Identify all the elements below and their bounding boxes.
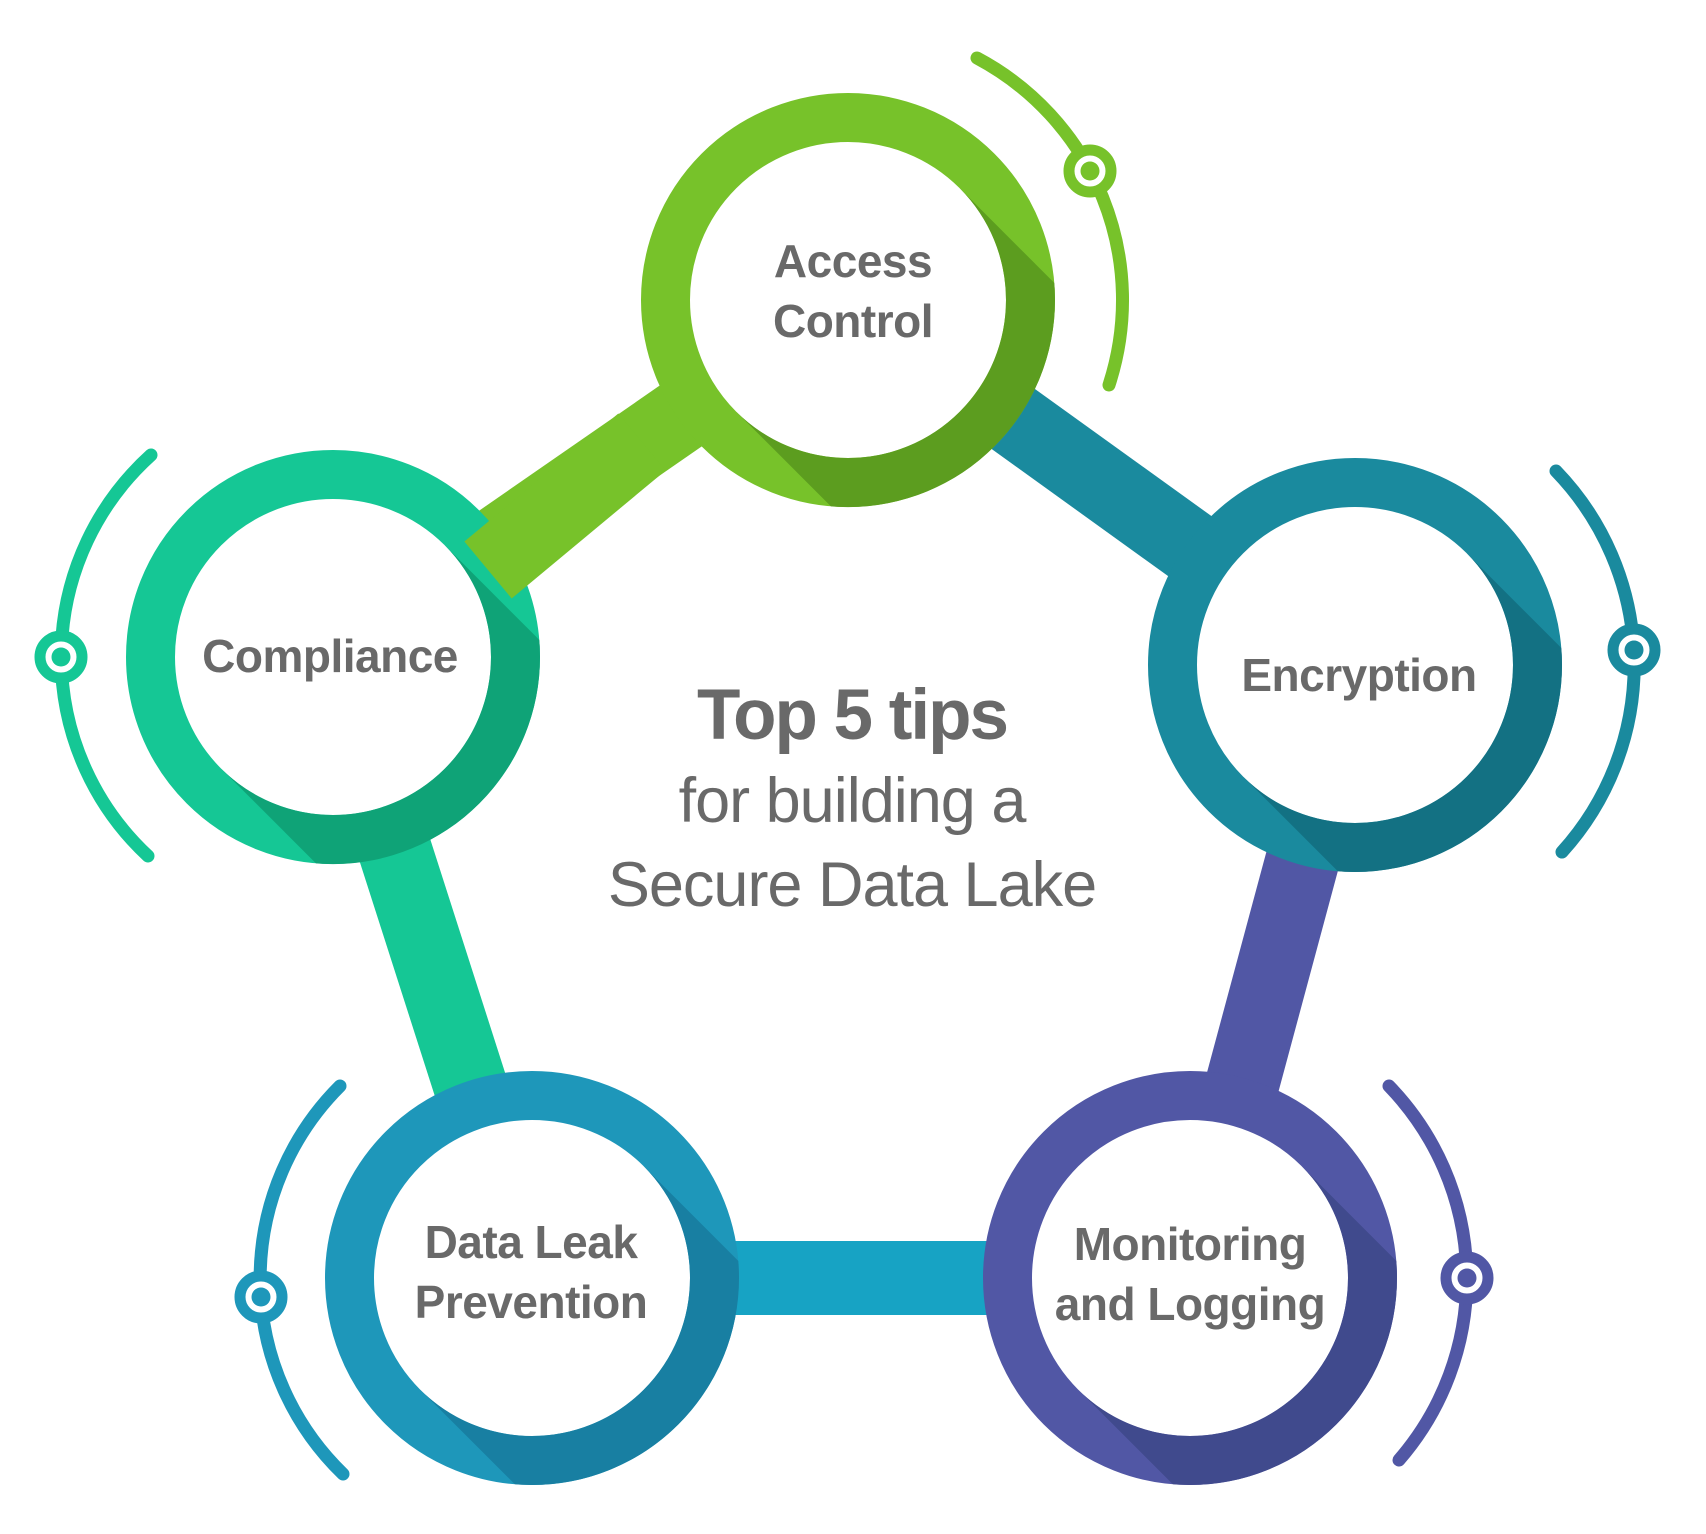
monitoring-logging-inner-disc (1030, 1118, 1350, 1438)
node-label-line: Data Leak (424, 1216, 638, 1268)
node-label-data-leak-prevention: Data Leak Prevention (415, 1212, 648, 1332)
encryption-orbit (1549, 464, 1661, 859)
compliance-orbit-dot (51, 647, 71, 667)
data-leak-prevention-orbit (234, 1079, 350, 1481)
compliance-inner-disc (173, 497, 493, 817)
node-label-line: Monitoring (1073, 1218, 1307, 1270)
node-label-compliance: Compliance (202, 626, 458, 686)
node-label-line: Access (773, 235, 933, 287)
node-label-line: and Logging (1054, 1278, 1326, 1330)
monitoring-logging-orbit-dot (1457, 1268, 1477, 1288)
node-label-encryption: Encryption (1241, 645, 1477, 705)
connector-compliance-access-control-overlay (464, 413, 666, 599)
access-control-orbit-dot (1080, 161, 1100, 181)
encryption-inner-disc (1195, 505, 1515, 825)
title-line-1: Top 5 tips (696, 676, 1009, 755)
access-control-orbit (970, 51, 1129, 392)
encryption-orbit-dot (1624, 640, 1644, 660)
node-label-monitoring-logging: Monitoring and Logging (1054, 1214, 1326, 1334)
node-label-access-control: Access Control (772, 231, 934, 351)
node-label-line: Control (772, 295, 934, 347)
compliance-orbit (34, 448, 158, 863)
page-title: Top 5 tips for building a Secure Data La… (607, 673, 1097, 927)
title-line-2: for building a (678, 766, 1027, 836)
node-label-line: Compliance (202, 630, 458, 682)
data-leak-prevention-inner-disc (372, 1118, 692, 1438)
monitoring-logging-orbit (1382, 1079, 1494, 1467)
node-label-line: Prevention (414, 1276, 648, 1328)
access-control-orbit-arc (970, 51, 1129, 392)
title-line-3: Secure Data Lake (607, 850, 1097, 920)
node-label-line: Encryption (1241, 649, 1477, 701)
data-leak-prevention-orbit-dot (251, 1287, 271, 1307)
access-control-inner-disc (688, 140, 1008, 460)
